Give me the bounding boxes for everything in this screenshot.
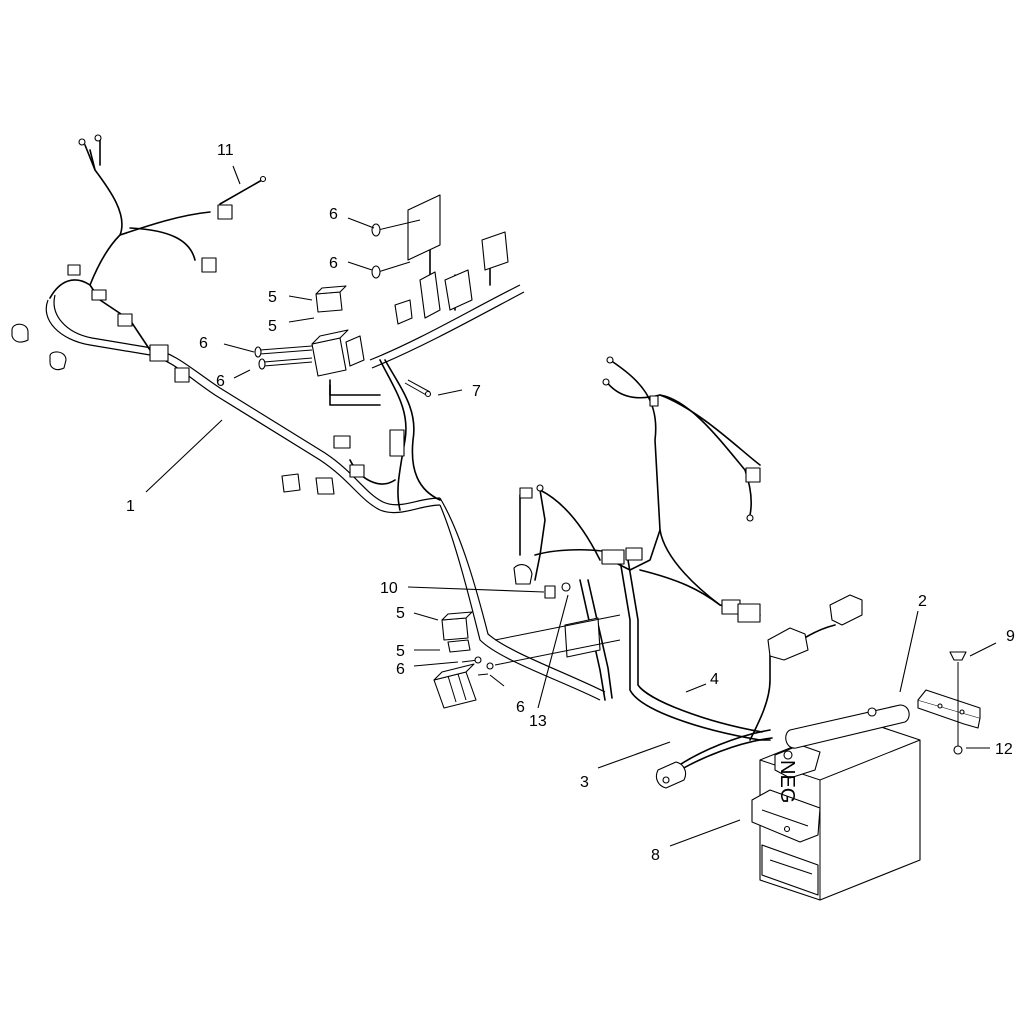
hose-clip: [11, 323, 29, 343]
callout-4: 4: [710, 671, 719, 688]
callout-12: 12: [995, 741, 1013, 758]
fuse-block-upper: [311, 329, 365, 377]
callout-3: 3: [580, 774, 589, 791]
relay-lower: [441, 611, 473, 653]
harness-connectors: [11, 134, 405, 495]
callout-6: 6: [329, 206, 338, 223]
callout-6: 6: [516, 699, 525, 716]
lower-harness: [519, 359, 836, 777]
callout-9: 9: [1006, 628, 1015, 645]
fastener-pin: [404, 379, 432, 398]
callout-5: 5: [268, 318, 277, 335]
callout-6: 6: [396, 661, 405, 678]
callout-1: 1: [126, 498, 135, 515]
screws-upper: [254, 219, 421, 370]
battery-neg-label: NEG: [776, 760, 798, 803]
screws-lower: [461, 656, 494, 676]
callout-11: 11: [217, 142, 234, 159]
callout-7: 7: [472, 383, 481, 400]
callout-labels: 11 6 6 5 5 6 6 7 1 10 5 5 6 6 13 4 3 8 2…: [126, 142, 1015, 864]
battery: NEG: [751, 719, 921, 901]
battery-bracket: [917, 651, 981, 755]
callout-2: 2: [918, 593, 927, 610]
fuse-block-lower: [433, 663, 477, 709]
callout-6: 6: [199, 335, 208, 352]
callout-5: 5: [396, 605, 405, 622]
callout-6: 6: [216, 373, 225, 390]
callout-5: 5: [396, 643, 405, 660]
battery-hold-down-rod: [785, 704, 910, 749]
hose-clip: [49, 351, 67, 371]
main-wire-harness: [45, 139, 606, 701]
leader-lines: [145, 165, 997, 847]
callout-6: 6: [329, 255, 338, 272]
lower-connectors: [494, 356, 863, 666]
cable-clamp: [655, 761, 687, 789]
wire-lead: [219, 175, 267, 205]
upper-relay-bracket: [394, 194, 509, 325]
callout-8: 8: [651, 847, 660, 864]
callout-13: 13: [529, 713, 547, 730]
callout-10: 10: [380, 580, 398, 597]
relay-upper: [315, 285, 347, 313]
callout-5: 5: [268, 289, 277, 306]
